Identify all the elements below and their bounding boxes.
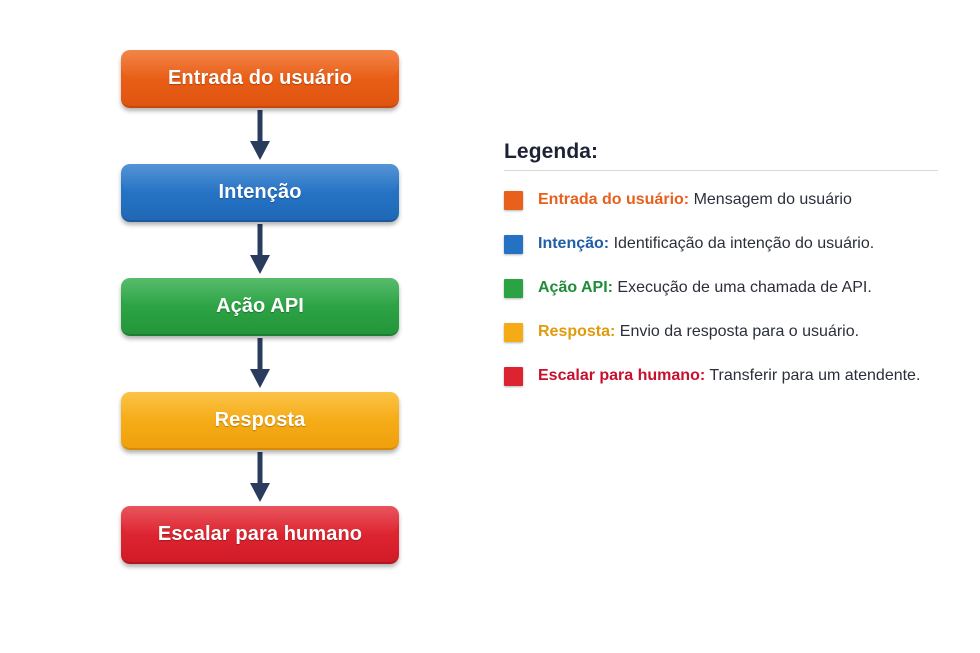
flowchart: Entrada do usuário Intenção Ação API Res…: [121, 50, 399, 564]
flow-node-label: Intenção: [218, 180, 302, 203]
flow-connector-4: [121, 450, 399, 506]
legend-description: Identificação da intenção do usuário.: [609, 235, 875, 252]
legend-divider: [504, 170, 938, 171]
flow-node-label: Entrada do usuário: [167, 66, 353, 89]
flow-node-label: Resposta: [214, 408, 306, 431]
legend-term: Ação API:: [538, 279, 613, 296]
flow-node-acao-api[interactable]: Ação API: [121, 278, 399, 336]
legend-description: Transferir para um atendente.: [705, 367, 921, 384]
flow-node-label: Ação API: [216, 294, 304, 317]
legend-term: Entrada do usuário:: [538, 191, 690, 208]
arrow-down-icon: [250, 338, 270, 388]
legend-term: Intenção:: [538, 235, 610, 252]
legend-swatch-icon: [504, 278, 523, 298]
legend-item-resposta: Resposta: Envio da resposta para o usuár…: [504, 321, 938, 343]
legend-term: Resposta:: [538, 323, 616, 340]
flow-connector-3: [121, 336, 399, 392]
flow-node-escalar[interactable]: Escalar para humano: [121, 506, 399, 564]
legend-swatch-icon: [504, 190, 523, 210]
legend-term: Escalar para humano:: [538, 367, 706, 384]
flow-connector-1: [121, 108, 399, 164]
legend-description: Execução de uma chamada de API.: [612, 279, 872, 296]
arrow-down-icon: [250, 452, 270, 502]
legend-panel: Legenda: Entrada do usuário: Mensagem do…: [504, 140, 938, 409]
flow-node-resposta[interactable]: Resposta: [121, 392, 399, 450]
arrow-down-icon: [250, 224, 270, 274]
legend-item-entrada: Entrada do usuário: Mensagem do usuário: [504, 189, 938, 211]
legend-item-escalar: Escalar para humano: Transferir para um …: [504, 365, 938, 387]
arrow-down-icon: [250, 110, 270, 160]
legend-swatch-icon: [504, 366, 523, 386]
flow-connector-2: [121, 222, 399, 278]
flow-node-entrada[interactable]: Entrada do usuário: [121, 50, 399, 108]
legend-description: Mensagem do usuário: [689, 191, 852, 208]
legend-description: Envio da resposta para o usuário.: [615, 323, 860, 340]
flow-node-intencao[interactable]: Intenção: [121, 164, 399, 222]
flow-node-label: Escalar para humano: [157, 522, 363, 545]
legend-item-acao-api: Ação API: Execução de uma chamada de API…: [504, 277, 938, 299]
legend-item-intencao: Intenção: Identificação da intenção do u…: [504, 233, 938, 255]
legend-swatch-icon: [504, 234, 523, 254]
legend-title: Legenda:: [504, 140, 599, 163]
legend-swatch-icon: [504, 322, 523, 342]
